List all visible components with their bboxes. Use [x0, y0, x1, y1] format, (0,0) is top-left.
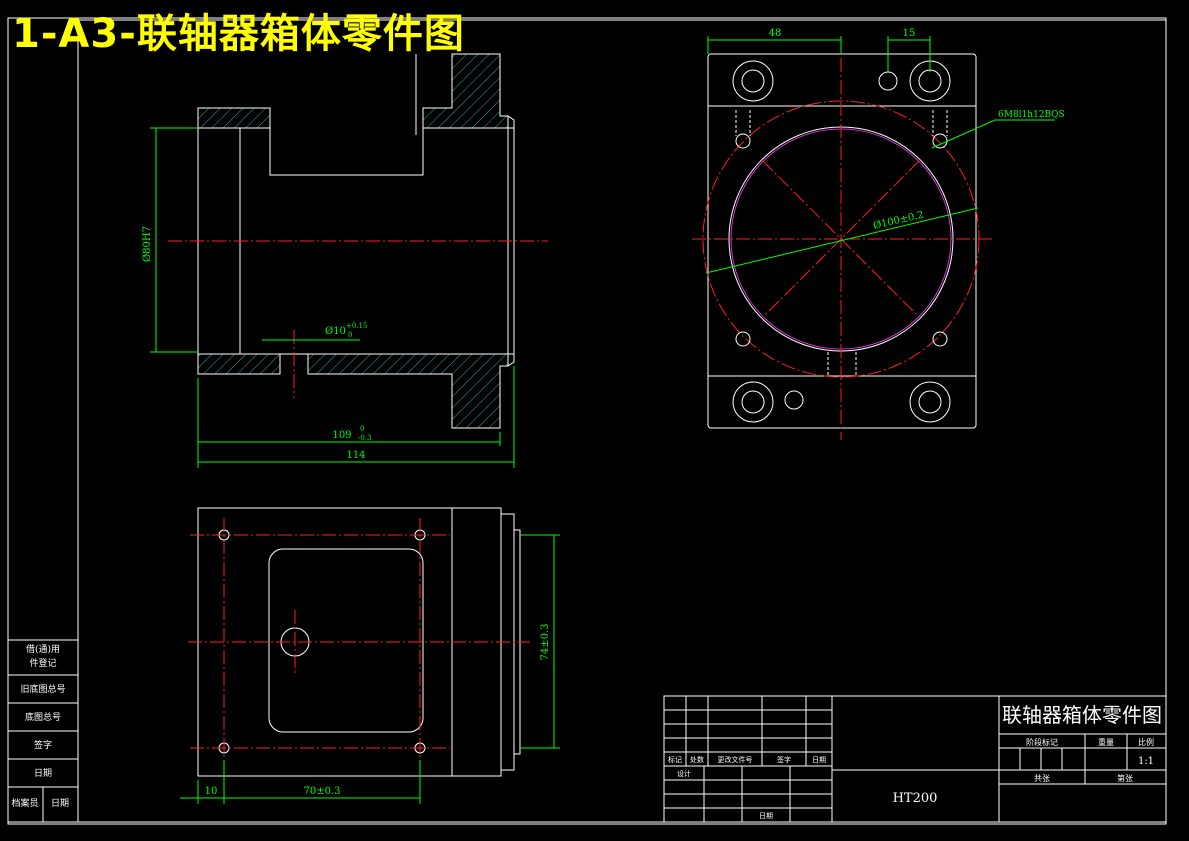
lc-label-8: 日期 [51, 798, 69, 809]
title-block: 标记 处数 更改文件号 签字 日期 设计 日期 HT200 联轴器箱体零件图 阶… [663, 695, 1167, 823]
dim-len109: 109 [332, 430, 351, 441]
lc-label-3: 旧底图总号 [20, 683, 65, 695]
tb-sheet-no: 第张 [1117, 773, 1133, 783]
tb-design: 设计 [677, 769, 691, 778]
dim-d15: 15 [903, 28, 916, 39]
lc-label-7: 档案员 [11, 797, 38, 809]
lc-label-5: 签字 [34, 739, 52, 751]
window-cutout [268, 548, 424, 733]
dim-bore100: Ø100±0.2 [872, 210, 925, 232]
inner-border [77, 19, 1167, 823]
dim-hole10: Ø10 [325, 326, 346, 337]
lc-label-1: 借(通)用 [26, 643, 60, 655]
dim-len109-lo: -0.3 [358, 434, 372, 442]
dim-thread: 6M8l1h12BQS [998, 110, 1065, 120]
rev-date: 日期 [812, 756, 826, 764]
rev-zones: 处数 [690, 755, 704, 764]
sheet-title: 1-A3-联轴器箱体零件图 [12, 11, 465, 57]
dim-bore80: Ø80H7 [142, 226, 153, 262]
dim-d48: 48 [769, 28, 782, 39]
top-view: 74±0.3 10 70±0.3 [180, 507, 560, 804]
lc-label-2: 件登记 [29, 657, 56, 669]
lc-label-6: 日期 [34, 768, 52, 779]
tb-scale: 1:1 [1138, 756, 1154, 767]
rev-sign: 签字 [777, 755, 791, 764]
dim-w70: 70±0.3 [303, 786, 340, 797]
rev-doc: 更改文件号 [718, 755, 753, 764]
tb-sheets-total: 共张 [1034, 774, 1050, 783]
dim-h74: 74±0.3 [540, 623, 551, 660]
lc-label-4: 底图总号 [25, 711, 61, 723]
front-section-view: Ø80H7 Ø10 +0.15 0 109 0 -0.3 114 [142, 53, 548, 468]
tb-part-name: 联轴器箱体零件图 [1002, 703, 1162, 727]
side-view: 48 15 6M8l1h12BQS Ø100±0.2 [692, 28, 1065, 440]
tb-material: HT200 [893, 791, 938, 806]
hatch-top-right [422, 53, 509, 129]
rev-mark: 标记 [668, 755, 682, 764]
tb-date: 日期 [759, 812, 773, 820]
dim-hole10-up: +0.15 [346, 322, 367, 330]
dim-len109-up: 0 [360, 425, 364, 433]
left-column-table: 借(通)用 件登记 旧底图总号 底图总号 签字 日期 档案员 日期 [7, 639, 79, 823]
dim-hole10-lo: 0 [348, 331, 352, 339]
tb-hdr-stage: 阶段标记 [1026, 737, 1058, 747]
outer-border [7, 17, 1167, 825]
dim-len114: 114 [346, 450, 365, 461]
dim-w10: 10 [205, 786, 218, 797]
hatch-top-left [197, 107, 271, 129]
tb-hdr-weight: 重量 [1098, 737, 1114, 747]
hatch-bottom [197, 353, 509, 429]
tb-hdr-scale: 比例 [1138, 737, 1154, 747]
